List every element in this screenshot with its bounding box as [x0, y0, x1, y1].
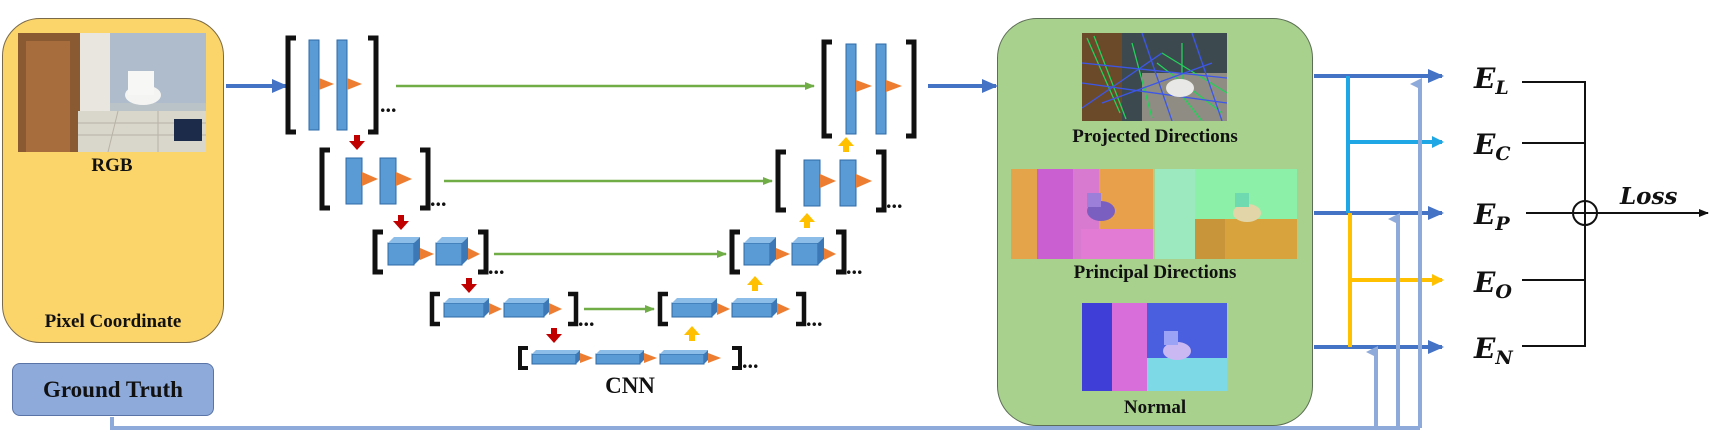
- decoder-block-1: [821, 39, 917, 139]
- ellipsis-enc-4: ...: [578, 306, 595, 331]
- error-EC: EC: [1474, 128, 1511, 165]
- encoder-block-1: [285, 35, 379, 135]
- projected-directions-image: [1082, 33, 1227, 121]
- error-EL: EL: [1474, 62, 1509, 99]
- decoder-block-2: [775, 149, 887, 213]
- error-EO: EO: [1474, 266, 1512, 303]
- pool-arrow-2: [393, 215, 409, 230]
- rgb-image: [18, 33, 206, 152]
- upsample-arrow-2: [747, 276, 763, 291]
- encoder-block-3: [372, 229, 489, 275]
- ellipsis-enc-2: ...: [430, 186, 447, 211]
- ground-truth-line: [110, 417, 1420, 430]
- pool-arrow-4: [546, 328, 562, 343]
- normal-label: Normal: [1123, 397, 1187, 418]
- error-EN: EN: [1474, 332, 1513, 369]
- decoder-block-3: [729, 229, 847, 275]
- ellipsis-enc-3: ...: [488, 254, 505, 279]
- principal-directions-image-2: [1155, 169, 1297, 259]
- pixel-coordinate-label: Pixel Coordinate: [44, 311, 182, 332]
- upsample-arrow-1: [684, 326, 700, 341]
- ellipsis-dec-4: ...: [806, 306, 823, 331]
- loss-label: Loss: [1620, 183, 1678, 210]
- ellipsis-dec-2: ...: [886, 188, 903, 213]
- decoder-block-4: [657, 291, 807, 327]
- principal-directions-label: Principal Directions: [1073, 262, 1237, 283]
- normal-image: [1082, 303, 1227, 391]
- ellipsis-dec-3: ...: [846, 254, 863, 279]
- ellipsis-bottleneck: ...: [742, 348, 759, 373]
- cnn-label: CNN: [605, 373, 655, 398]
- upsample-arrow-4: [838, 137, 854, 152]
- upsample-arrow-3: [799, 213, 815, 228]
- rgb-label: RGB: [91, 155, 133, 176]
- projected-directions-label: Projected Directions: [1072, 126, 1238, 147]
- sum-node: [1572, 200, 1598, 226]
- pool-arrow-3: [461, 278, 477, 293]
- principal-directions-image-1: [1011, 169, 1153, 259]
- error-EP: EP: [1474, 198, 1510, 235]
- bottleneck-block: [518, 346, 742, 370]
- ground-truth-box: Ground Truth: [12, 363, 214, 416]
- encoder-block-2: [319, 147, 431, 211]
- ellipsis-enc-1: ...: [380, 92, 397, 117]
- pool-arrow-1: [349, 135, 365, 150]
- encoder-block-4: [429, 291, 579, 327]
